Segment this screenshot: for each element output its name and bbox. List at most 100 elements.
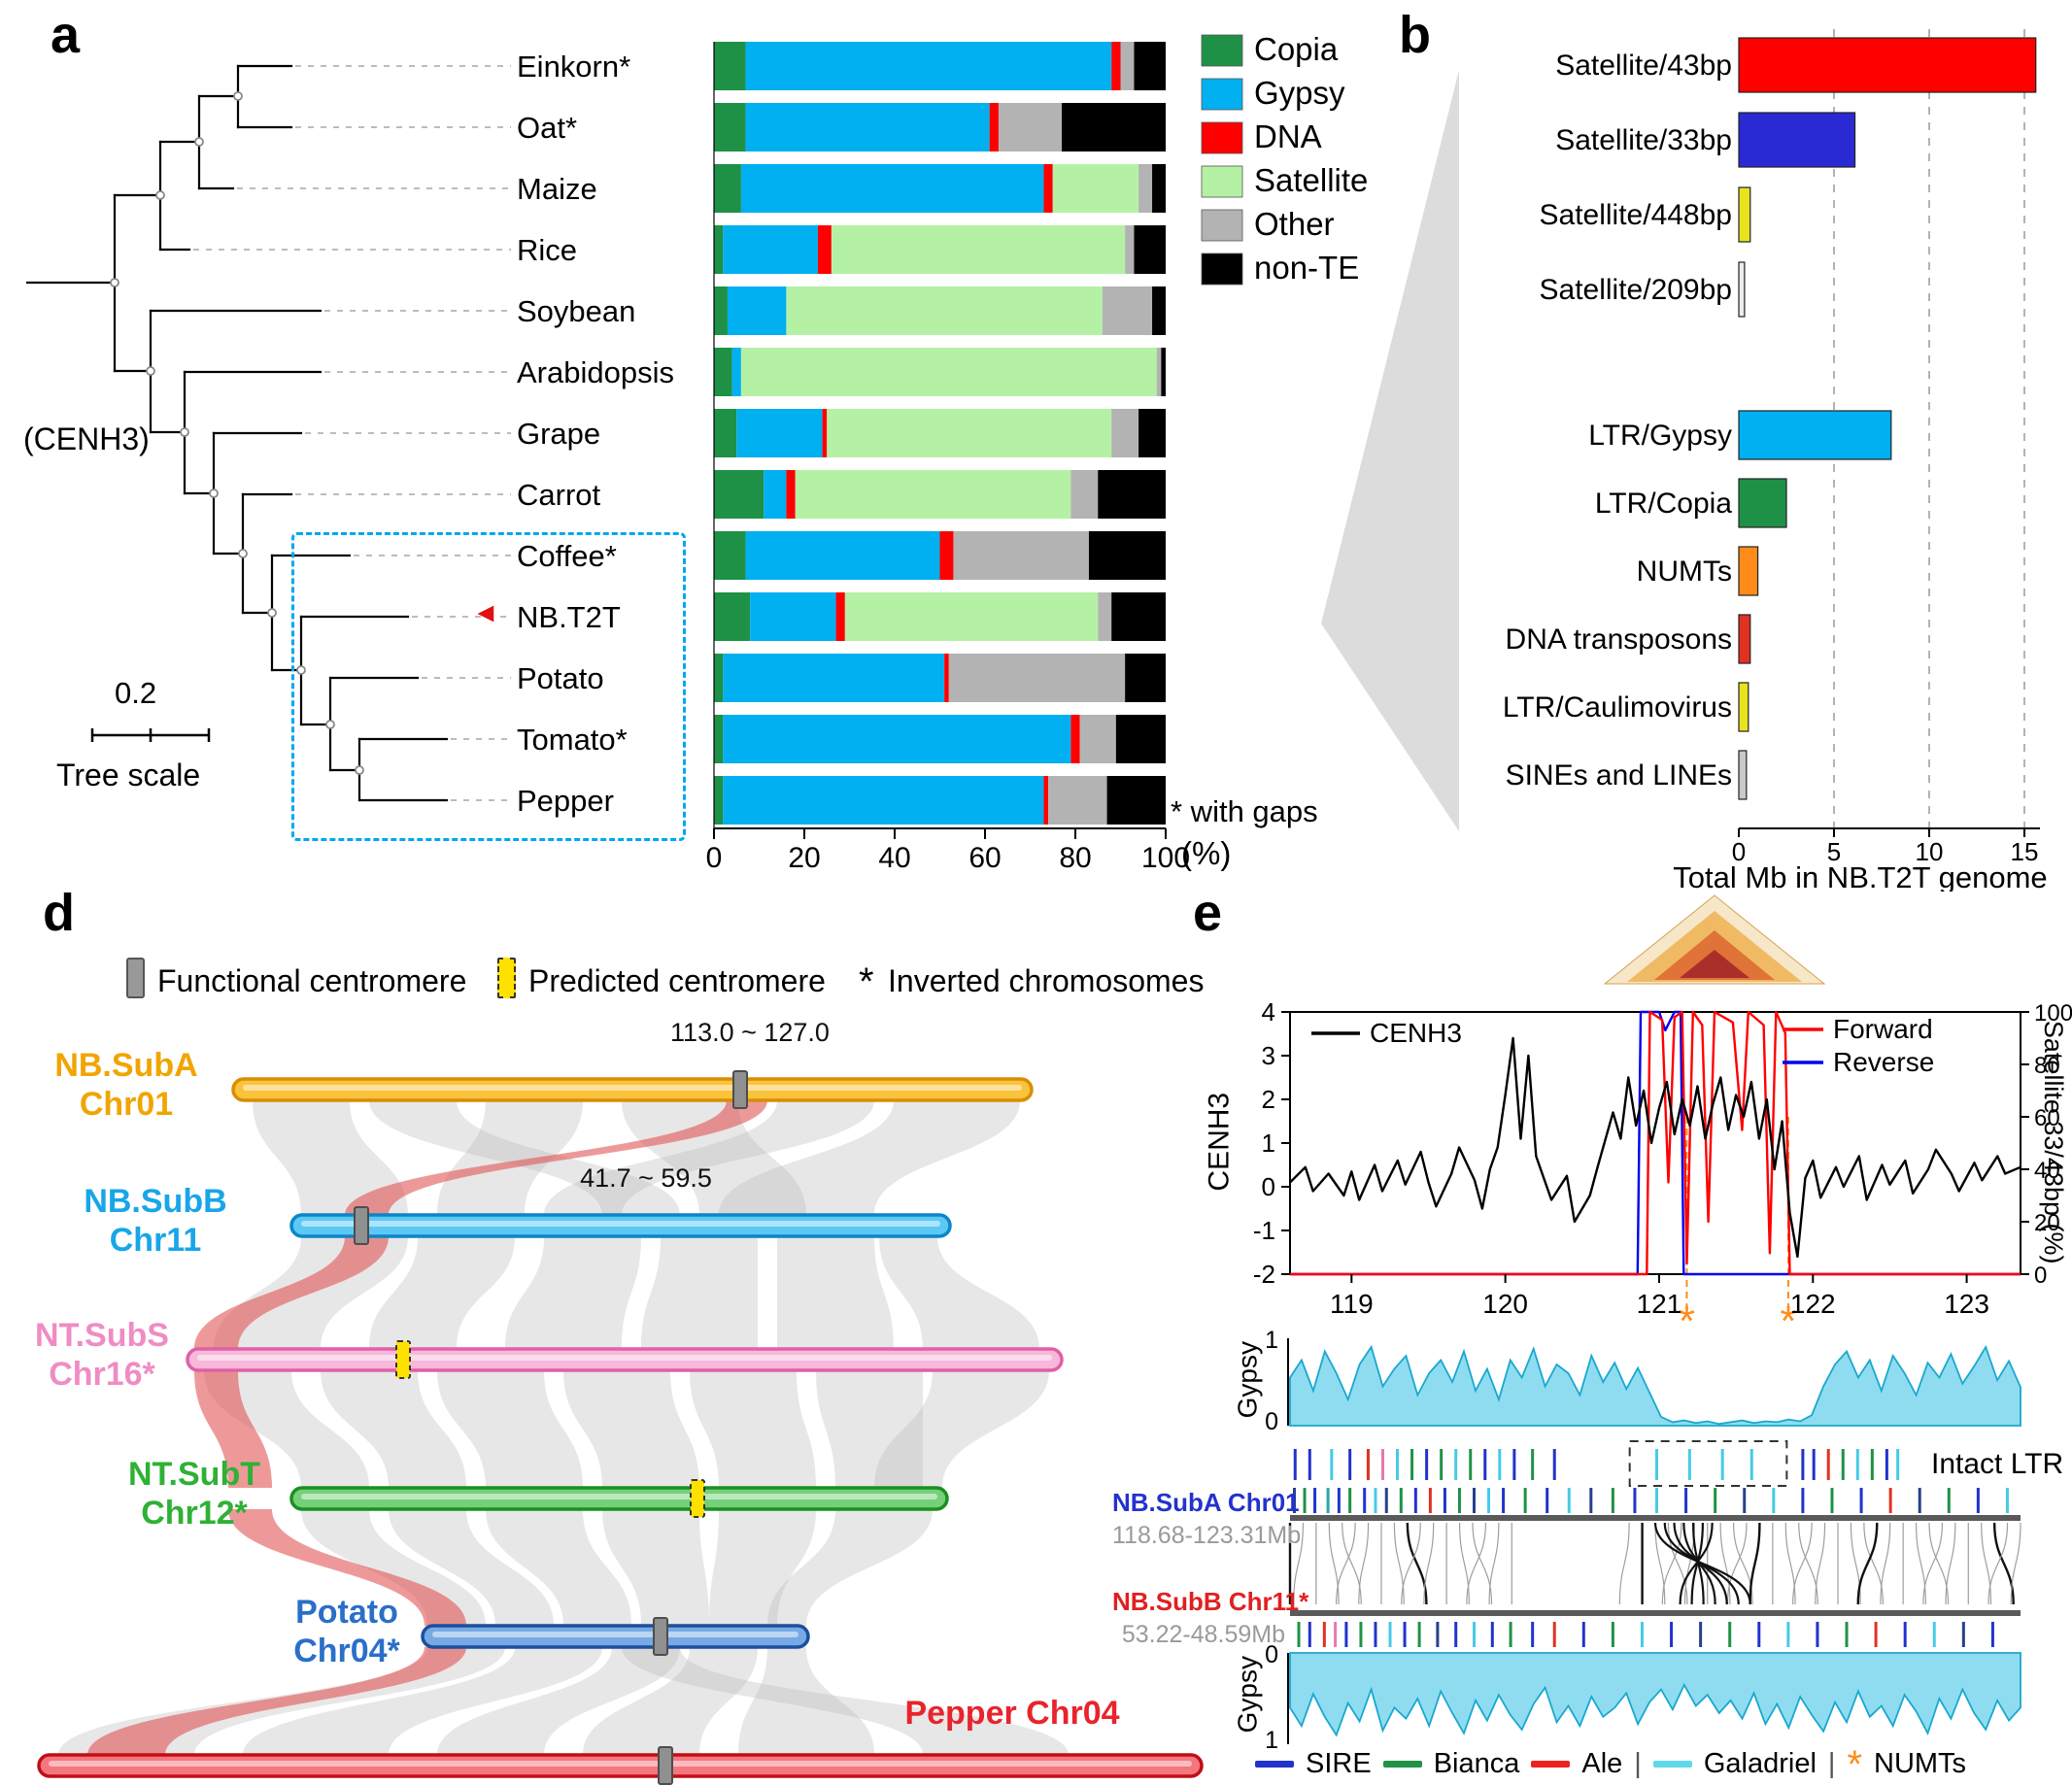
svg-text:non-TE: non-TE [1254, 250, 1359, 286]
ltr-tick [1552, 1449, 1556, 1480]
synteny-ribbon [486, 1509, 631, 1626]
bar-segment [953, 531, 1089, 580]
synteny-ribbon [563, 1370, 699, 1488]
svg-text:Chr04*: Chr04* [293, 1633, 400, 1669]
bar-segment [714, 409, 737, 457]
ltr-tick [1841, 1449, 1845, 1480]
bar-segment [998, 103, 1063, 152]
svg-text:80: 80 [1059, 842, 1091, 874]
ltr-family-legend: SIRE Bianca Ale | Galadriel | * NUMTs [1255, 1745, 1967, 1784]
ltr-tick [1531, 1449, 1535, 1480]
svg-text:80: 80 [2034, 1053, 2060, 1079]
chrA-axis-bar [1290, 1515, 2021, 1521]
tree-nodes [110, 91, 364, 775]
bar-segment [1111, 592, 1166, 641]
bar-segment [844, 592, 1099, 641]
svg-text:0: 0 [1732, 837, 1746, 866]
nb-t2t-arrow-icon: ◄ [472, 597, 499, 627]
cenh3-axis-label: CENH3 [1203, 1092, 1236, 1192]
repeat-bar [1738, 546, 1759, 596]
svg-text:CENH3: CENH3 [1370, 1018, 1462, 1048]
svg-text:20: 20 [788, 842, 820, 874]
ltr-tick [1870, 1449, 1874, 1480]
synteny-ribbon [816, 1370, 923, 1488]
synteny-ribbon [777, 1236, 894, 1349]
centromere-dashed-box [1628, 1440, 1788, 1487]
svg-text:Rice: Rice [517, 233, 577, 267]
ltr-tick [1483, 1449, 1487, 1480]
functional-centromere-mark [658, 1746, 673, 1785]
synteny-ribbon [874, 1370, 1049, 1488]
bar-segment [786, 286, 1103, 335]
ale-legend-swatch [1531, 1761, 1571, 1768]
sire-legend-label: SIRE [1306, 1748, 1372, 1779]
synteny-ribbon [544, 1100, 874, 1215]
svg-text:DNA: DNA [1254, 118, 1322, 154]
bar-segment [1070, 470, 1099, 519]
svg-text:100: 100 [1141, 842, 1190, 874]
satellite-axis-label: Satellite 33/43bp (%) [2039, 1020, 2069, 1264]
bar-segment [944, 654, 949, 702]
bar-segment [1152, 286, 1166, 335]
synteny-ribbon [204, 1370, 369, 1488]
chrA-track-label: NB.SubA Chr01 [1112, 1488, 1300, 1517]
cenh3-axes [1281, 1011, 2029, 1283]
bar-segment [1102, 286, 1153, 335]
numts-legend-label: NUMTs [1874, 1748, 1967, 1779]
ltr-tick [1655, 1449, 1658, 1480]
svg-text:Grape: Grape [517, 417, 600, 451]
bar-segment [740, 164, 1044, 213]
ltr-tick [1801, 1449, 1805, 1480]
ale-legend-label: Ale [1581, 1748, 1623, 1779]
centromere-trace-ribbon [87, 1100, 767, 1755]
bar-segment [831, 225, 1126, 274]
bar-segment [948, 654, 1126, 702]
synteny-ribbon [738, 1647, 874, 1755]
predicted-centromere-label: Predicted centromere [528, 963, 826, 998]
svg-text:1: 1 [1265, 1727, 1278, 1754]
galadriel-legend-swatch [1652, 1761, 1692, 1768]
svg-text:60: 60 [968, 842, 1001, 874]
svg-text:113.0 ~ 127.0: 113.0 ~ 127.0 [670, 1018, 830, 1047]
bar-segment [714, 470, 764, 519]
chrB-axis-bar [1290, 1610, 2021, 1616]
galadriel-legend-label: Galadriel [1703, 1748, 1817, 1779]
svg-text:0: 0 [706, 842, 723, 874]
bar-segment [714, 531, 746, 580]
ltr-tick [1512, 1449, 1516, 1480]
svg-text:10: 10 [1916, 837, 1944, 866]
svg-text:40: 40 [878, 842, 910, 874]
ltr-tick [1749, 1449, 1753, 1480]
species-labels: Einkorn*Oat*MaizeRiceSoybeanArabidopsisG… [517, 50, 674, 818]
bar-segment [1138, 409, 1166, 457]
ltr-tick [1896, 1449, 1900, 1480]
intact-ltr-label: Intact LTR [1931, 1448, 2064, 1480]
svg-text:Chr11: Chr11 [110, 1222, 202, 1259]
inverted-chromosomes-label: Inverted chromosomes [888, 963, 1205, 998]
bar-segment [1043, 776, 1049, 825]
predicted-centromere-mark [690, 1479, 705, 1518]
ltr-tick [1330, 1449, 1334, 1480]
synteny-ribbon [622, 1100, 806, 1215]
bar-segment [1106, 776, 1166, 825]
synteny-ribbon [369, 1100, 680, 1215]
bar-segment [714, 164, 741, 213]
bar-segment [1111, 409, 1139, 457]
svg-text:Copia: Copia [1254, 31, 1339, 67]
synteny-ribbon [437, 1100, 583, 1215]
chrB-track-label: NB.SubB Chr11* [1112, 1587, 1309, 1616]
repeat-bar [1738, 186, 1751, 243]
svg-text:Chr12*: Chr12* [141, 1495, 248, 1532]
bar-segment [714, 42, 746, 90]
synteny-ribbon [602, 1509, 709, 1626]
bar-segment [714, 592, 751, 641]
svg-text:Arabidopsis: Arabidopsis [517, 355, 674, 389]
svg-text:5: 5 [1827, 837, 1841, 866]
svg-text:DNA transposons: DNA transposons [1506, 623, 1732, 656]
svg-text:Satellite/209bp: Satellite/209bp [1540, 274, 1733, 306]
bar-segment [1052, 164, 1139, 213]
